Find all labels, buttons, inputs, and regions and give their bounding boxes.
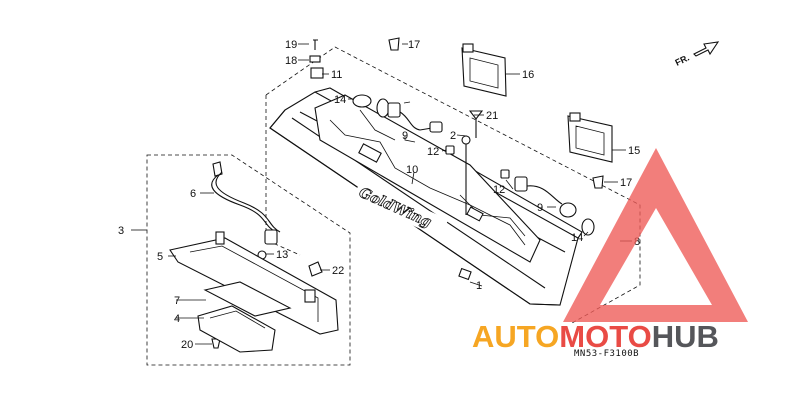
callout-9-right: 9 <box>537 202 543 214</box>
callout-7: 7 <box>174 295 180 307</box>
watermark-logo: AUTOMOTOHUB <box>472 148 748 354</box>
callout-8: 8 <box>634 236 640 248</box>
callout-11: 11 <box>331 69 342 81</box>
bulb-socket-left <box>352 94 455 155</box>
callout-19: 19 <box>285 39 297 51</box>
bulb-socket-right <box>500 169 595 236</box>
callout-17-top: 17 <box>408 39 420 51</box>
callout-6: 6 <box>190 188 196 200</box>
license-light-assembly <box>169 161 339 353</box>
bracket-15 <box>567 112 613 163</box>
callout-15: 15 <box>628 145 640 157</box>
callout-21: 21 <box>486 110 498 122</box>
callout-4: 4 <box>174 313 180 325</box>
callout-1: 1 <box>476 280 482 292</box>
callout-16: 16 <box>522 69 534 81</box>
callout-22: 22 <box>332 265 344 277</box>
direction-label: FR. <box>673 52 690 67</box>
callout-13: 13 <box>276 249 288 261</box>
callout-10: 10 <box>406 164 418 176</box>
taillight-lens-assembly: GoldWing <box>269 87 583 306</box>
callout-17-right: 17 <box>620 177 632 189</box>
callout-14-right: 14 <box>571 232 583 244</box>
leader-lines <box>131 43 632 345</box>
watermark-triangle-icon <box>563 148 748 322</box>
assembly-boundary-plate <box>146 154 351 366</box>
callout-12-right: 12 <box>493 184 505 196</box>
watermark-text-hub: HUB <box>652 319 719 354</box>
callout-3: 3 <box>118 225 124 237</box>
callout-12-left: 12 <box>427 146 439 158</box>
front-direction-indicator: FR. <box>673 41 720 68</box>
callout-labels: 1 2 3 4 5 6 7 8 9 9 10 11 12 12 13 14 14… <box>118 39 640 351</box>
callout-20: 20 <box>181 339 193 351</box>
callout-2: 2 <box>450 130 456 142</box>
watermark-text: AUTOMOTOHUB <box>472 319 719 354</box>
callout-9-left: 9 <box>402 130 408 142</box>
bracket-16 <box>461 43 507 97</box>
diagram-code: MN53-F3100B <box>574 349 639 359</box>
watermark-text-auto: AUTO <box>472 319 559 354</box>
callout-14-left: 14 <box>334 94 346 106</box>
callout-5: 5 <box>157 251 163 263</box>
callout-18: 18 <box>285 55 297 67</box>
watermark-text-moto: MOTO <box>559 319 651 354</box>
